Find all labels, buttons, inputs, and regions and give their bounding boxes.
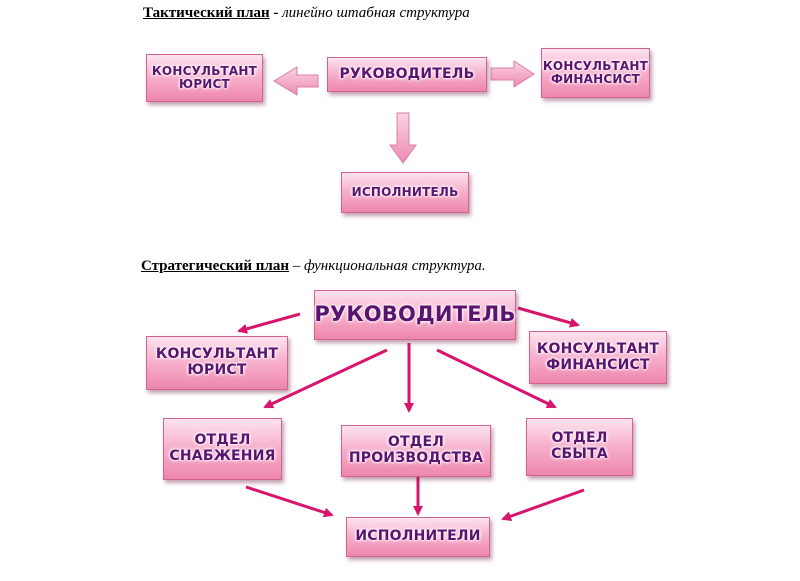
tactical-separator: - [269, 5, 283, 21]
supply-department-box: ОТДЕЛ СНАБЖЕНИЯ [163, 418, 282, 480]
tactical-executor-label: ИСПОЛНИТЕЛЬ [351, 184, 459, 199]
strategic-executors-label: ИСПОЛНИТЕЛИ [355, 528, 481, 545]
supply-department-label: ОТДЕЛ СНАБЖЕНИЯ [169, 432, 276, 464]
production-department-box: ОТДЕЛ ПРОИЗВОДСТВА [341, 425, 491, 477]
strategic-heading: Стратегический план – функциональная стр… [141, 258, 486, 275]
strategic-title: Стратегический план [141, 258, 289, 274]
tactical-lawyer-label: КОНСУЛЬТАНТ ЮРИСТ [151, 63, 258, 91]
sales-department-label: ОТДЕЛ СБЫТА [551, 430, 608, 462]
arrow-sales-to-executors [501, 488, 585, 522]
block-arrow-left [273, 66, 319, 96]
strategic-financier-label: КОНСУЛЬТАНТ ФИНАНСИСТ [536, 340, 660, 373]
tactical-lawyer-box: КОНСУЛЬТАНТ ЮРИСТ [146, 54, 263, 102]
strategic-financier-box: КОНСУЛЬТАНТ ФИНАНСИСТ [529, 331, 667, 384]
arrow-manager-to-lawyer [237, 312, 301, 334]
strategic-manager-label: РУКОВОДИТЕЛЬ [314, 302, 516, 327]
strategic-executors-box: ИСПОЛНИТЕЛИ [346, 517, 490, 557]
sales-department-box: ОТДЕЛ СБЫТА [526, 418, 633, 476]
tactical-executor-box: ИСПОЛНИТЕЛЬ [341, 172, 469, 213]
block-arrow-right [490, 60, 535, 88]
arrow-supply-to-executors [245, 485, 334, 518]
production-department-label: ОТДЕЛ ПРОИЗВОДСТВА [348, 434, 484, 466]
block-arrow-down [389, 112, 417, 164]
tactical-financier-label: КОНСУЛЬТАНТ ФИНАНСИСТ [542, 58, 649, 86]
strategic-subtitle: функциональная структура. [303, 258, 486, 274]
strategic-separator: – [288, 258, 304, 274]
strategic-lawyer-label: КОНСУЛЬТАНТ ЮРИСТ [155, 346, 279, 378]
tactical-title: Тактический план [143, 5, 270, 21]
strategic-manager-box: РУКОВОДИТЕЛЬ [314, 290, 516, 340]
tactical-manager-label: РУКОВОДИТЕЛЬ [339, 65, 475, 82]
arrow-manager-to-financier [517, 306, 580, 328]
strategic-lawyer-box: КОНСУЛЬТАНТ ЮРИСТ [146, 336, 288, 390]
tactical-subtitle: линейно штабная структура [282, 5, 470, 21]
tactical-financier-box: КОНСУЛЬТАНТ ФИНАНСИСТ [541, 48, 650, 98]
arrow-manager-to-supply [263, 348, 388, 409]
tactical-heading: Тактический план - линейно штабная струк… [143, 5, 470, 22]
tactical-manager-box: РУКОВОДИТЕЛЬ [327, 57, 487, 92]
arrow-manager-to-sales [436, 348, 557, 409]
